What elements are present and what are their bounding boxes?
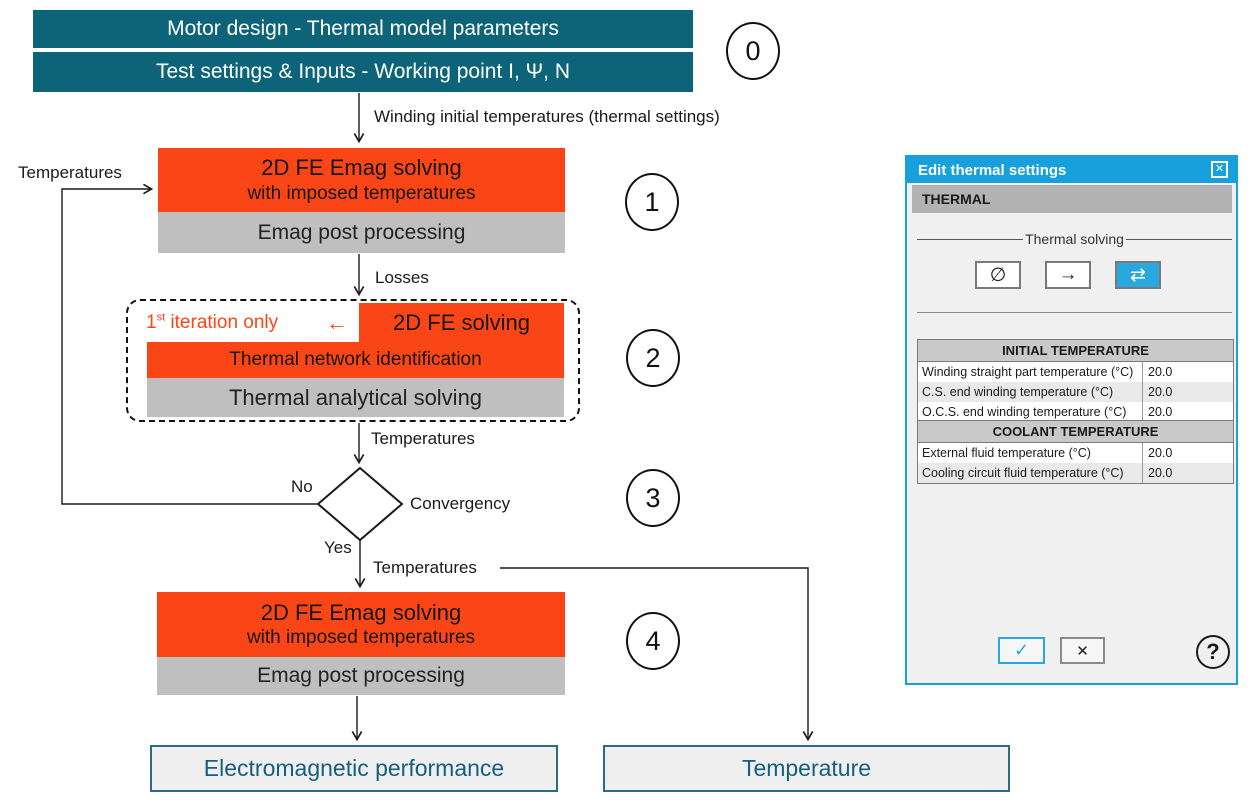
label-winding-initial: Winding initial temperatures (thermal se… (374, 107, 720, 126)
block1-emag-post-processing: Emag post processing (158, 212, 565, 253)
thermal-solving-group: Thermal solving (917, 231, 1233, 247)
two-way-arrow-icon: ⇄ (1130, 264, 1146, 286)
check-icon: ✓ (1013, 640, 1030, 660)
step-3-label: 3 (645, 482, 661, 513)
block2-dashed-container (126, 299, 580, 422)
param-value-input[interactable]: 20.0 (1148, 446, 1173, 460)
output-electromagnetic-performance: Electromagnetic performance (150, 745, 558, 792)
block4-title: 2D FE Emag solving (260, 599, 462, 625)
banner-test-settings-label: Test settings & Inputs - Working point I… (156, 60, 570, 83)
block1-subtitle: with imposed temperatures (247, 182, 476, 204)
block2-fe-solving-label: 2D FE solving (393, 309, 530, 335)
block1-post-label: Emag post processing (257, 220, 466, 244)
thermal-solving-one-way-button[interactable]: → (1045, 261, 1091, 289)
label-out-temperatures: Temperatures (373, 558, 477, 577)
label-mid-temperatures: Temperatures (371, 429, 475, 448)
dialog-close-button[interactable]: ✕ (1211, 161, 1228, 178)
block2-analytical-label: Thermal analytical solving (228, 384, 483, 410)
block2-fe-solving: 2D FE solving (359, 303, 564, 342)
banner-motor-design: Motor design - Thermal model parameters (33, 10, 693, 48)
section-header-thermal: THERMAL (912, 185, 1232, 213)
close-icon: ✕ (1214, 163, 1225, 175)
label-no: No (291, 477, 313, 496)
table-row: Winding straight part temperature (°C) 2… (918, 362, 1233, 382)
output-temperature: Temperature (603, 745, 1010, 792)
label-yes: Yes (324, 538, 352, 557)
convergency-diamond (316, 466, 404, 542)
initial-temperature-table: INITIAL TEMPERATURE Winding straight par… (917, 339, 1234, 423)
separator-line (917, 312, 1232, 313)
block2-thermal-analytical-solving: Thermal analytical solving (147, 378, 564, 417)
coolant-temperature-table: COOLANT TEMPERATURE External fluid tempe… (917, 420, 1234, 484)
initial-temperature-header: INITIAL TEMPERATURE (918, 340, 1233, 362)
step-badge-4: 4 (626, 612, 680, 670)
table-row: C.S. end winding temperature (°C) 20.0 (918, 382, 1233, 402)
x-icon: ✕ (1076, 642, 1089, 660)
param-value-input[interactable]: 20.0 (1148, 365, 1173, 379)
question-icon: ? (1206, 639, 1220, 664)
dialog-title: Edit thermal settings (918, 161, 1067, 179)
param-label: O.C.S. end winding temperature (°C) (918, 402, 1143, 422)
block4-fe-emag-solving: 2D FE Emag solving with imposed temperat… (157, 592, 565, 657)
block4-post-label: Emag post processing (257, 664, 465, 687)
block4-subtitle: with imposed temperatures (246, 627, 476, 649)
table-row: O.C.S. end winding temperature (°C) 20.0 (918, 402, 1233, 422)
step-1-label: 1 (644, 186, 660, 217)
block2-first-iteration-note: 1st iteration only ← (140, 303, 354, 342)
thermal-solving-none-button[interactable]: ∅ (975, 261, 1021, 289)
one-way-arrow-icon: → (1058, 264, 1078, 285)
banner-motor-design-label: Motor design - Thermal model parameters (167, 17, 559, 40)
help-button[interactable]: ? (1196, 635, 1230, 669)
param-value-input[interactable]: 20.0 (1148, 385, 1173, 399)
no-solving-icon: ∅ (989, 264, 1007, 286)
step-badge-3: 3 (626, 469, 680, 527)
table-row: External fluid temperature (°C) 20.0 (918, 443, 1233, 463)
left-arrow-icon: ← (326, 309, 348, 335)
section-header-label: THERMAL (922, 191, 991, 207)
output-em-label: Electromagnetic performance (203, 755, 505, 781)
banner-test-settings: Test settings & Inputs - Working point I… (33, 52, 693, 92)
param-label: External fluid temperature (°C) (918, 443, 1143, 463)
cancel-button[interactable]: ✕ (1060, 637, 1105, 664)
edit-thermal-settings-dialog: Edit thermal settings ✕ THERMAL Thermal … (905, 155, 1238, 685)
block2-network-label: Thermal network identification (229, 349, 482, 370)
block1-title: 2D FE Emag solving (261, 155, 462, 181)
ok-button[interactable]: ✓ (998, 637, 1045, 664)
param-label: Winding straight part temperature (°C) (918, 362, 1143, 382)
param-value-input[interactable]: 20.0 (1148, 405, 1173, 419)
first-iteration-text: 1st iteration only (146, 311, 279, 333)
step-badge-2: 2 (626, 329, 680, 387)
group-line-left (917, 238, 1024, 240)
group-line-right (1125, 238, 1233, 240)
block1-fe-emag-solving: 2D FE Emag solving with imposed temperat… (158, 148, 565, 212)
feedback-no-line (61, 183, 318, 505)
thermal-solving-iterative-button[interactable]: ⇄ (1115, 261, 1161, 289)
label-feedback-temperatures: Temperatures (18, 163, 122, 182)
dialog-title-bar[interactable]: Edit thermal settings (907, 157, 1236, 183)
coolant-temperature-header: COOLANT TEMPERATURE (918, 421, 1233, 443)
step-2-label: 2 (645, 342, 661, 373)
param-label: Cooling circuit fluid temperature (°C) (918, 463, 1143, 483)
block2-thermal-network-identification: Thermal network identification (147, 342, 564, 378)
label-convergency: Convergency (410, 494, 511, 513)
thermal-solving-label: Thermal solving (1025, 231, 1124, 247)
block4-emag-post-processing: Emag post processing (157, 657, 565, 695)
param-label: C.S. end winding temperature (°C) (918, 382, 1143, 402)
step-0-label: 0 (745, 35, 761, 66)
temperature-out-line (500, 567, 814, 742)
param-value-input[interactable]: 20.0 (1148, 466, 1173, 480)
step-badge-1: 1 (625, 173, 679, 231)
label-losses: Losses (375, 268, 429, 287)
step-4-label: 4 (645, 625, 661, 656)
step-badge-0: 0 (726, 22, 780, 80)
table-row: Cooling circuit fluid temperature (°C) 2… (918, 463, 1233, 483)
output-temperature-label: Temperature (741, 755, 872, 781)
